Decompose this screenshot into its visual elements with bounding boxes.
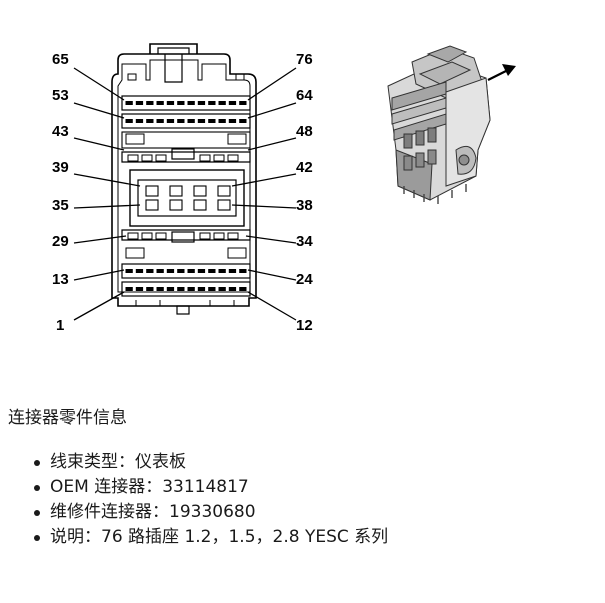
pin-label-1: 1 xyxy=(56,317,64,334)
list-item: 维修件连接器：19330680 xyxy=(34,500,598,525)
connector-part-info: 连接器零件信息 线束类型：仪表板 OEM 连接器：33114817 维修件连接器… xyxy=(8,403,598,550)
pin-cavity xyxy=(166,287,175,291)
pin-cavity xyxy=(197,119,206,123)
pin-cavity xyxy=(177,287,185,291)
pin-cavity xyxy=(177,101,185,105)
pin-cavity xyxy=(208,269,216,273)
leader-lines xyxy=(73,67,297,321)
pin-cavity xyxy=(197,269,206,273)
pin-label-29: 29 xyxy=(52,233,69,250)
pin-label-65: 65 xyxy=(52,51,69,68)
pin-cavity xyxy=(177,269,185,273)
pin-cavity xyxy=(156,119,164,123)
pin-cavity xyxy=(187,287,195,291)
direction-arrow-icon xyxy=(487,64,516,81)
latch-tooth xyxy=(155,232,167,240)
latch-tooth xyxy=(227,232,239,240)
terminal-cavity xyxy=(217,199,231,211)
pin-label-12: 12 xyxy=(296,317,313,334)
pin-label-34: 34 xyxy=(296,233,313,250)
pin-label-13: 13 xyxy=(52,271,69,288)
pin-cavity xyxy=(156,101,164,105)
pin-label-53: 53 xyxy=(52,87,69,104)
pin-cavity xyxy=(125,119,133,123)
latch-tooth xyxy=(127,154,139,162)
pin-cavity xyxy=(146,287,154,291)
pin-cavity xyxy=(146,101,154,105)
pin-cavity xyxy=(208,101,216,105)
pin-cavity xyxy=(135,287,144,291)
latch-tooth xyxy=(227,154,239,162)
latch-tooth xyxy=(199,232,211,240)
pin-cavity xyxy=(239,119,247,123)
pin-cavity xyxy=(239,269,247,273)
pin-cavity xyxy=(228,269,237,273)
latch-tooth xyxy=(141,154,153,162)
pin-cavity xyxy=(166,101,175,105)
pin-cavity xyxy=(135,119,144,123)
pin-cavity xyxy=(197,287,206,291)
pin-cavity xyxy=(156,287,164,291)
pin-label-48: 48 xyxy=(296,123,313,140)
terminal-cavity xyxy=(169,185,183,197)
pin-cavity xyxy=(187,101,195,105)
pin-cavities xyxy=(125,101,247,291)
pin-cavity xyxy=(166,119,175,123)
pin-cavity xyxy=(218,287,226,291)
pin-label-76: 76 xyxy=(296,51,313,68)
info-list: 线束类型：仪表板 OEM 连接器：33114817 维修件连接器：1933068… xyxy=(8,450,598,550)
terminal-cavity xyxy=(145,199,159,211)
pin-label-39: 39 xyxy=(52,159,69,176)
terminal-cavity xyxy=(193,199,207,211)
pin-labels-right: 76 64 48 42 38 34 24 12 xyxy=(296,51,313,334)
pin-cavity xyxy=(187,269,195,273)
list-item: 线束类型：仪表板 xyxy=(34,450,598,475)
pin-label-43: 43 xyxy=(52,123,69,140)
pin-cavity xyxy=(218,269,226,273)
pin-cavity xyxy=(125,101,133,105)
terminal-cavity xyxy=(217,185,231,197)
pin-cavity xyxy=(177,119,185,123)
pin-cavity xyxy=(218,101,226,105)
terminal-cavity xyxy=(145,185,159,197)
pin-cavity xyxy=(146,269,154,273)
latch-tooth xyxy=(127,232,139,240)
terminal-cavity xyxy=(193,185,207,197)
pin-label-35: 35 xyxy=(52,197,69,214)
pin-cavity xyxy=(239,287,247,291)
pin-cavity xyxy=(208,119,216,123)
connector-diagram: 65 53 43 39 35 29 13 1 76 64 48 42 38 34… xyxy=(52,43,516,334)
connector-isometric-view-icon xyxy=(387,45,491,204)
pin-cavity xyxy=(135,269,144,273)
pin-cavity xyxy=(146,119,154,123)
latch-tooth xyxy=(213,154,225,162)
section-title: 连接器零件信息 xyxy=(8,408,127,428)
pin-cavity xyxy=(208,287,216,291)
list-item: 说明：76 路插座 1.2，1.5，2.8 YESC 系列 xyxy=(34,525,598,550)
pin-cavity xyxy=(135,101,144,105)
pin-cavity xyxy=(156,269,164,273)
pin-cavity xyxy=(125,269,133,273)
pin-cavity xyxy=(187,119,195,123)
pin-cavity xyxy=(166,269,175,273)
pin-cavity xyxy=(197,101,206,105)
pin-cavity xyxy=(228,119,237,123)
list-item: OEM 连接器：33114817 xyxy=(34,475,598,500)
terminal-cavity xyxy=(169,199,183,211)
pin-cavity xyxy=(228,287,237,291)
pin-label-24: 24 xyxy=(296,271,313,288)
pin-cavity xyxy=(228,101,237,105)
pin-labels-left: 65 53 43 39 35 29 13 1 xyxy=(52,51,69,334)
latch-tooth xyxy=(141,232,153,240)
latch-tooth xyxy=(155,154,167,162)
pin-label-38: 38 xyxy=(296,197,313,214)
pin-label-64: 64 xyxy=(296,87,313,104)
pin-cavity xyxy=(239,101,247,105)
latch-tooth xyxy=(199,154,211,162)
pin-cavity xyxy=(125,287,133,291)
pin-cavity xyxy=(218,119,226,123)
connector-face-view-icon xyxy=(111,43,257,315)
latch-tooth xyxy=(213,232,225,240)
pin-label-42: 42 xyxy=(296,159,313,176)
